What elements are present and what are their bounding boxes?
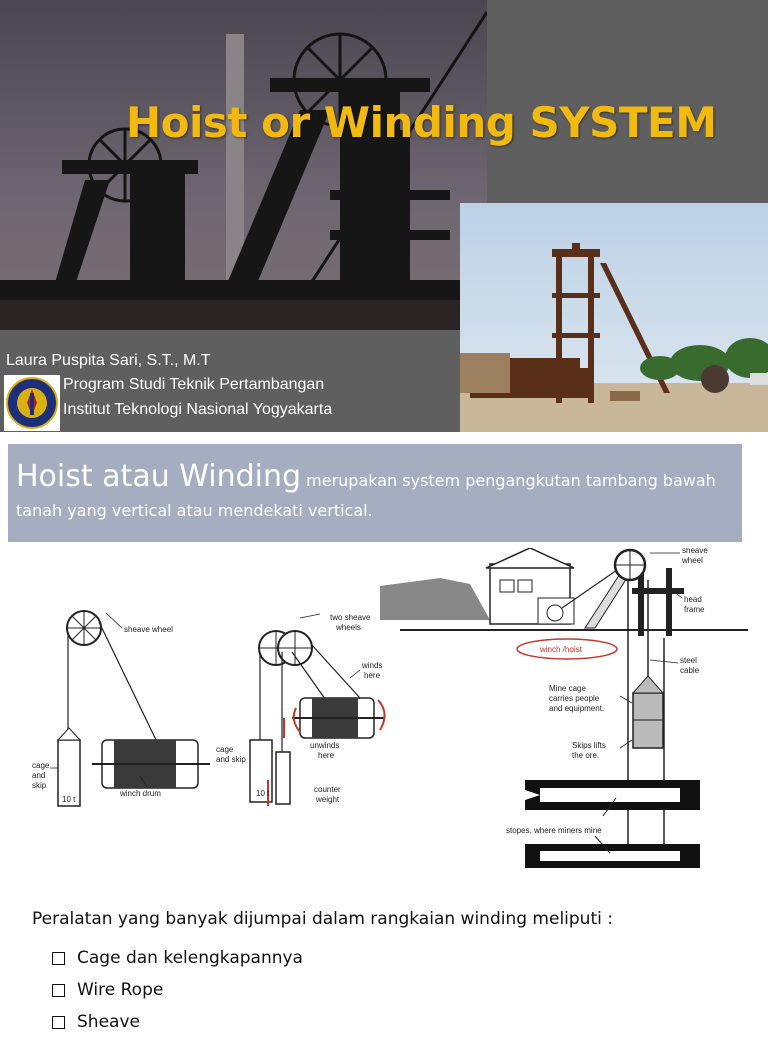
unwinds-here-label: here bbox=[318, 751, 335, 760]
counter-weight-label: counter bbox=[314, 785, 341, 794]
skip-label: the ore. bbox=[572, 751, 599, 760]
presentation-title: Hoist or Winding SYSTEM bbox=[126, 98, 717, 147]
skip-label: Skips lifts bbox=[572, 741, 606, 750]
load-label: 10 t bbox=[256, 789, 270, 798]
list-item-label: Wire Rope bbox=[77, 980, 164, 1000]
list-item: Wire Rope bbox=[52, 974, 303, 1006]
institute-name: Institut Teknologi Nasional Yogyakarta bbox=[63, 401, 333, 418]
head-frame-label: frame bbox=[684, 605, 705, 614]
sheave-wheel-label: sheave wheel bbox=[124, 625, 173, 634]
cage-and-skip-label: cage bbox=[32, 761, 50, 770]
double-sheave-illustration bbox=[249, 613, 386, 806]
hoist-diagram: sheave wheel head frame winch /hoist ste… bbox=[32, 548, 748, 868]
mine-cage-label: carries people bbox=[549, 694, 600, 703]
winch-hoist-label: winch /hoist bbox=[539, 645, 583, 654]
definition-paragraph: Hoist atau Winding merupakan system peng… bbox=[16, 462, 736, 526]
definition-term: Hoist atau Winding bbox=[16, 459, 302, 494]
two-sheave-label: wheels bbox=[335, 623, 361, 632]
title-banner: Hoist or Winding SYSTEM Laura Puspita Sa… bbox=[0, 0, 768, 432]
steel-cable-label: steel bbox=[680, 656, 697, 665]
definition-box: Hoist atau Winding merupakan system peng… bbox=[8, 444, 742, 542]
sheave-wheel-label: wheel bbox=[681, 556, 703, 565]
cage-and-skip-label: skip bbox=[32, 781, 47, 790]
list-item-label: Sheave bbox=[77, 1012, 140, 1032]
list-item: Sheave bbox=[52, 1006, 303, 1038]
cage-and-skip-label: cage bbox=[216, 745, 234, 754]
steel-cable-label: cable bbox=[680, 666, 700, 675]
load-label: 10 t bbox=[62, 795, 76, 804]
checkbox-bullet-icon bbox=[52, 1015, 65, 1029]
definition-text: merupakan system pengangkutan tambang ba… bbox=[16, 471, 716, 520]
study-program: Program Studi Teknik Pertambangan bbox=[63, 376, 325, 393]
mine-surface-illustration bbox=[380, 548, 748, 868]
winds-here-label: winds bbox=[361, 661, 382, 670]
headframe-photo bbox=[0, 0, 487, 330]
equipment-list-intro: Peralatan yang banyak dijumpai dalam ran… bbox=[32, 909, 613, 929]
checkbox-bullet-icon bbox=[52, 951, 65, 965]
stopes-label: stopes, where miners mine bbox=[506, 826, 602, 835]
single-sheave-illustration bbox=[50, 610, 210, 807]
mine-cage-label: and equipment. bbox=[549, 704, 604, 713]
counter-weight-label: weight bbox=[315, 795, 340, 804]
mine-cage-label: Mine cage bbox=[549, 684, 586, 693]
checkbox-bullet-icon bbox=[52, 983, 65, 997]
cage-and-skip-label: and skip bbox=[216, 755, 246, 764]
cage-and-skip-label: and bbox=[32, 771, 45, 780]
sheave-wheel-label: sheave bbox=[682, 548, 708, 555]
list-item-label: Cage dan kelengkapannya bbox=[77, 948, 303, 968]
winch-drum-label: winch drum bbox=[119, 789, 161, 798]
list-item: Cage dan kelengkapannya bbox=[52, 942, 303, 974]
university-logo bbox=[4, 375, 60, 431]
unwinds-here-label: unwinds bbox=[310, 741, 339, 750]
wooden-headframe-photo bbox=[460, 203, 768, 432]
author-name: Laura Puspita Sari, S.T., M.T bbox=[6, 352, 211, 369]
winds-here-label: here bbox=[364, 671, 381, 680]
head-frame-label: head bbox=[684, 595, 702, 604]
two-sheave-label: two sheave bbox=[330, 613, 371, 622]
